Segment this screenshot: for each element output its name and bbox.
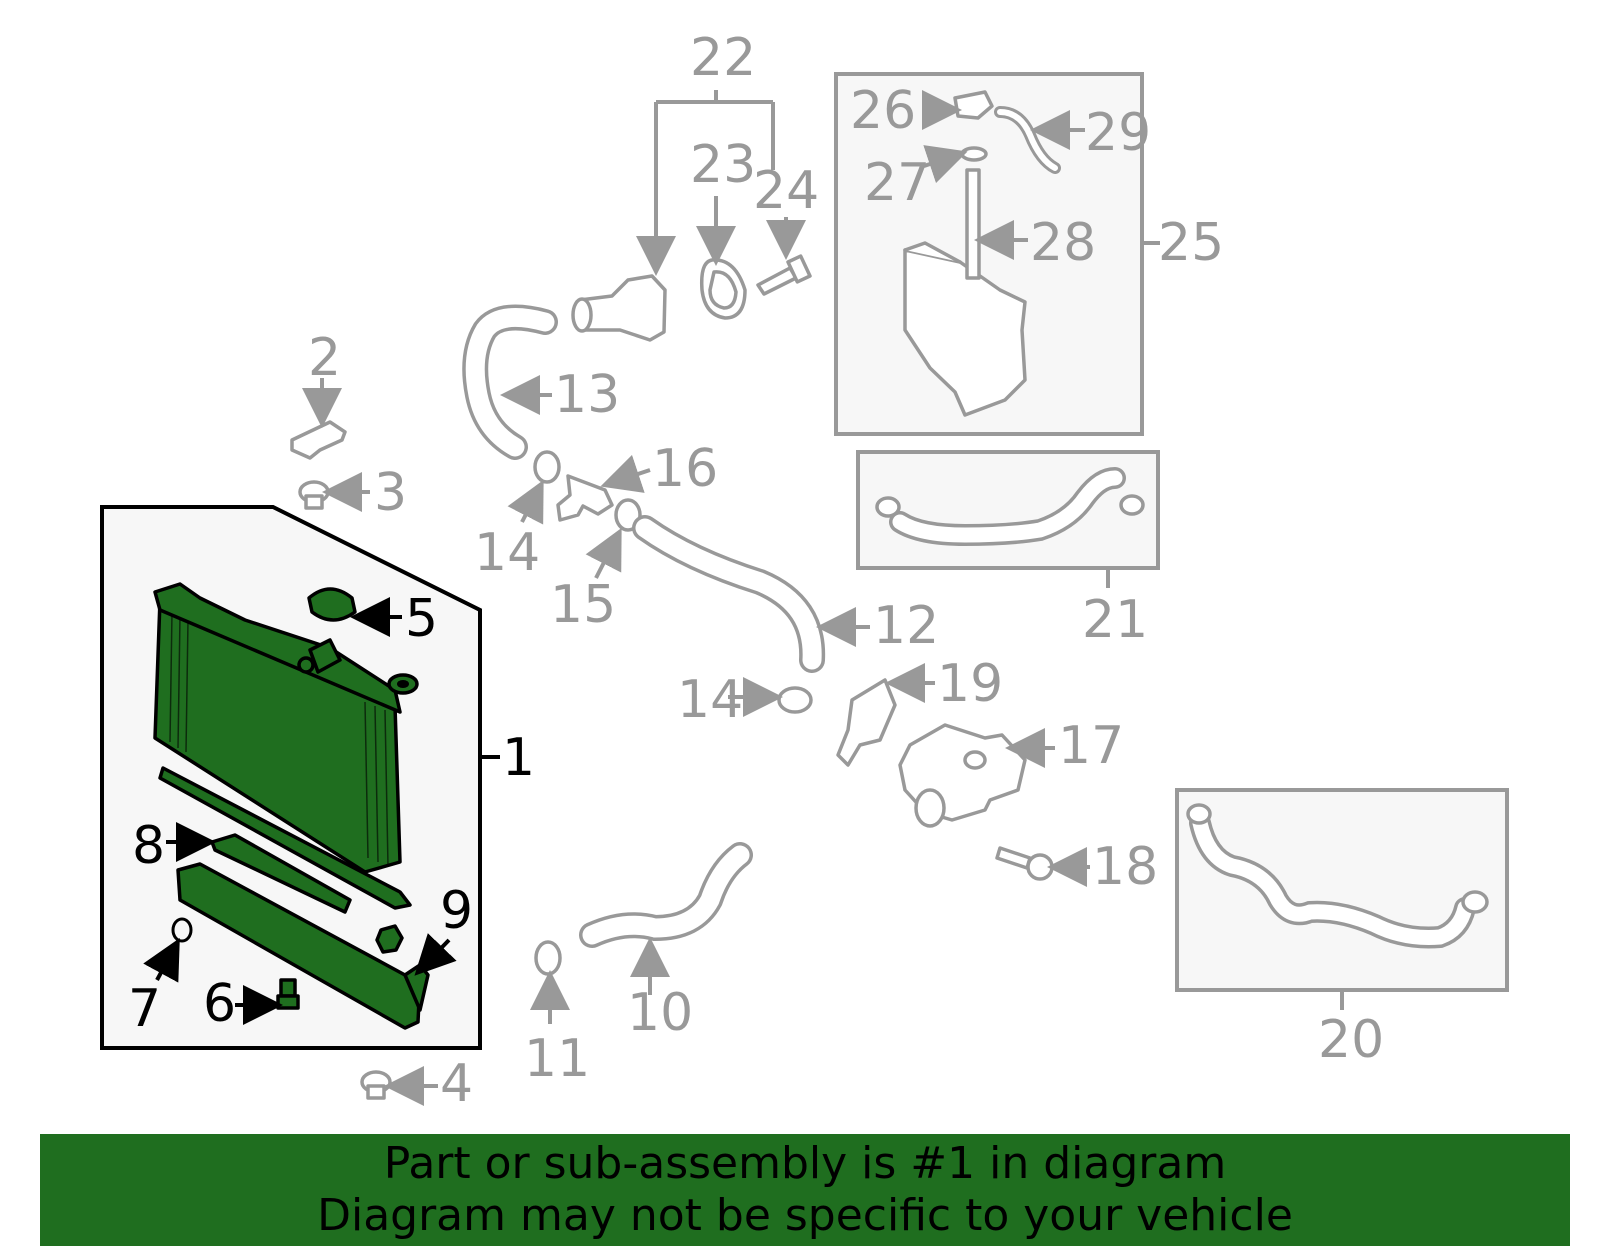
banner-line-2: Diagram may not be specific to your vehi… — [317, 1190, 1293, 1241]
heater-hose-20[interactable] — [1186, 803, 1489, 949]
cap-seal[interactable] — [960, 146, 988, 162]
dipstick[interactable] — [965, 168, 981, 280]
callout-23: 23 — [690, 135, 756, 195]
hose-clamp-upper[interactable] — [533, 450, 561, 484]
thermostat-housing[interactable] — [898, 723, 1027, 828]
upper-bushing[interactable] — [298, 480, 330, 510]
lower-bushing[interactable] — [360, 1070, 392, 1100]
thermostat-gasket[interactable] — [836, 678, 897, 767]
callout-22: 22 — [690, 28, 756, 88]
callout-14a: 14 — [474, 523, 540, 583]
callout-27: 27 — [864, 153, 930, 213]
radiator-lower-rod[interactable] — [158, 766, 412, 910]
mount-bracket[interactable] — [290, 420, 347, 460]
callout-11: 11 — [524, 1029, 590, 1089]
outlet-bolt[interactable] — [756, 254, 812, 296]
callout-10: 10 — [627, 983, 693, 1043]
hose-clamp-lower[interactable] — [777, 686, 813, 714]
hose-clamp-11[interactable] — [534, 940, 562, 976]
callout-17: 17 — [1058, 716, 1124, 776]
callout-3: 3 — [374, 463, 407, 523]
callout-20: 20 — [1318, 1010, 1384, 1070]
heater-hose[interactable] — [579, 842, 753, 948]
callout-29: 29 — [1085, 103, 1151, 163]
drain-plug-highlight[interactable] — [375, 924, 404, 954]
callout-25: 25 — [1158, 213, 1224, 273]
callout-26: 26 — [850, 81, 916, 141]
callout-5: 5 — [405, 589, 438, 649]
lower-radiator-hose[interactable] — [632, 515, 826, 673]
callout-8: 8 — [132, 816, 165, 876]
upper-radiator-hose[interactable] — [462, 304, 558, 460]
callout-19: 19 — [937, 654, 1003, 714]
drain-bolt[interactable] — [276, 978, 300, 1010]
callout-14b: 14 — [677, 670, 743, 730]
bypass-fitting[interactable] — [556, 474, 614, 522]
callout-labels: 1 2 3 4 5 6 7 8 9 10 11 12 13 14 14 15 1… — [128, 28, 1384, 1114]
bypass-hose-21[interactable] — [875, 467, 1145, 547]
callout-13: 13 — [554, 365, 620, 425]
callout-2: 2 — [308, 328, 341, 388]
leader-lines — [143, 90, 1090, 1106]
callout-7: 7 — [128, 979, 161, 1039]
callout-15: 15 — [550, 575, 616, 635]
small-grommet-highlight[interactable] — [387, 673, 419, 695]
callout-1: 1 — [502, 728, 535, 788]
radiator-core[interactable] — [153, 582, 402, 874]
callout-12: 12 — [873, 596, 939, 656]
callout-9: 9 — [440, 881, 473, 941]
reservoir-tank[interactable] — [903, 241, 1027, 417]
housing-bolt[interactable] — [995, 846, 1054, 881]
info-banner: Part or sub-assembly is #1 in diagram Di… — [40, 1134, 1570, 1246]
callout-18: 18 — [1092, 837, 1158, 897]
callout-4: 4 — [440, 1054, 473, 1114]
callout-16: 16 — [652, 439, 718, 499]
callout-28: 28 — [1030, 213, 1096, 273]
callout-6: 6 — [203, 974, 236, 1034]
o-ring[interactable] — [171, 917, 193, 943]
banner-line-1: Part or sub-assembly is #1 in diagram — [383, 1138, 1227, 1189]
callout-21: 21 — [1082, 590, 1148, 650]
water-outlet[interactable] — [571, 274, 667, 342]
callout-24: 24 — [753, 161, 819, 221]
hose-box-20 — [1175, 788, 1509, 1010]
radiator-cap[interactable] — [307, 587, 357, 622]
outlet-gasket[interactable] — [699, 258, 747, 320]
